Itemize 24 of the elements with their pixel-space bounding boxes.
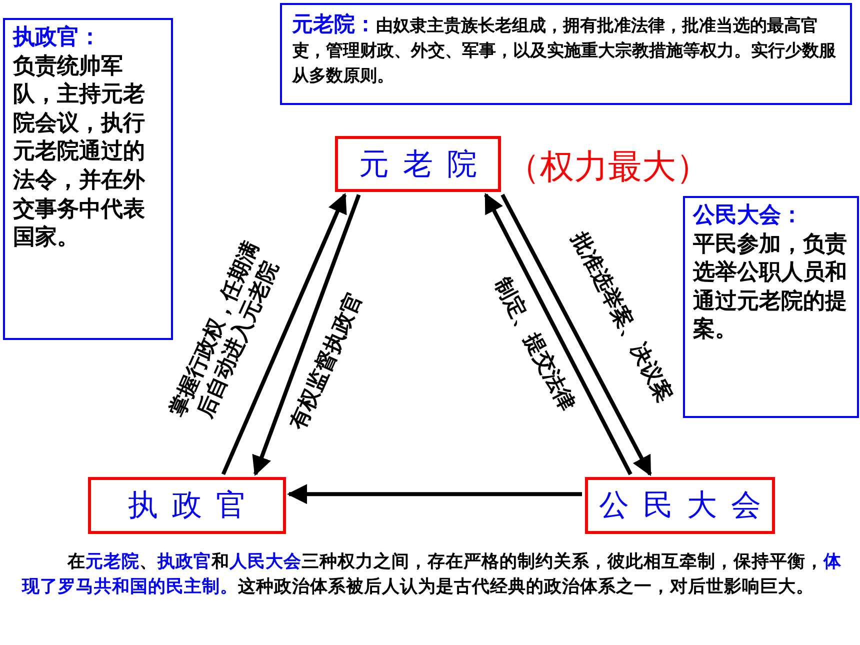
description-text: 元老院：由奴隶主贵族长老组成，拥有批准法律，批准当选的最高官吏，管理财政、外交、军事，以及实施重大宗教措施等权力。实行少数服从多数原则。 [292,11,837,88]
institution-name: 元老院 [359,146,491,184]
description-heading: 执政官： [13,24,102,52]
institution-box [335,136,501,192]
edge-label: 制定、提交法律 [489,272,580,417]
institution-name: 执政官 [128,487,260,525]
edge-label: 掌握行政权，任期满后自动进入元老院 [164,236,284,424]
side-note: （权力最大） [506,146,710,189]
arrow [287,484,582,504]
institution-box [585,477,775,534]
arrow [500,194,652,476]
description-box [3,18,173,340]
description-box [683,196,859,418]
description-box [280,3,852,105]
edge-label: 有权监督执政官 [284,288,368,436]
institution-name: 公民大会 [599,487,775,525]
description-heading: 公民大会： [693,202,804,230]
arrow [252,194,361,476]
arrow [484,192,632,476]
institution-box [88,477,286,534]
description-text: 平民参加，负责选举公职人员和通过元老院的提案。 [693,230,848,344]
description-text: 负责统帅军队，主持元老院会议，执行元老院通过的法令，并在外交事务中代表国家。 [13,52,146,252]
arrow [221,192,347,476]
summary-paragraph: 在元老院、执政官和人民大会三种权力之间，存在严格的制约关系，彼此相互牵制，保持平衡，体现了罗马共和国的民主制。这种政治体系被后人认为是古代经典的政治体系之一，对后世影响巨大。 [22,550,842,600]
